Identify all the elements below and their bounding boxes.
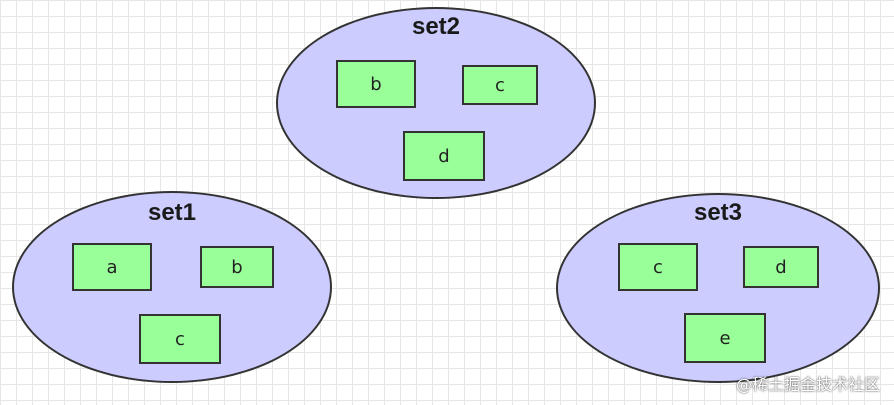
set1-element-a: a xyxy=(72,243,152,291)
set2-element-b: b xyxy=(336,60,416,108)
set2-element-d: d xyxy=(403,131,485,181)
set1-element-c: c xyxy=(139,314,221,364)
set1-label: set1 xyxy=(147,199,197,226)
set3-element-e: e xyxy=(684,313,766,363)
set3-element-c: c xyxy=(618,243,698,291)
watermark: @稀土掘金技术社区 xyxy=(735,375,880,394)
set2-label: set2 xyxy=(411,13,461,40)
set3-label: set3 xyxy=(693,199,743,226)
set3-ellipse xyxy=(556,193,880,383)
set3-element-d: d xyxy=(743,246,819,288)
set2-element-c: c xyxy=(462,65,538,105)
set1-element-b: b xyxy=(200,246,274,288)
